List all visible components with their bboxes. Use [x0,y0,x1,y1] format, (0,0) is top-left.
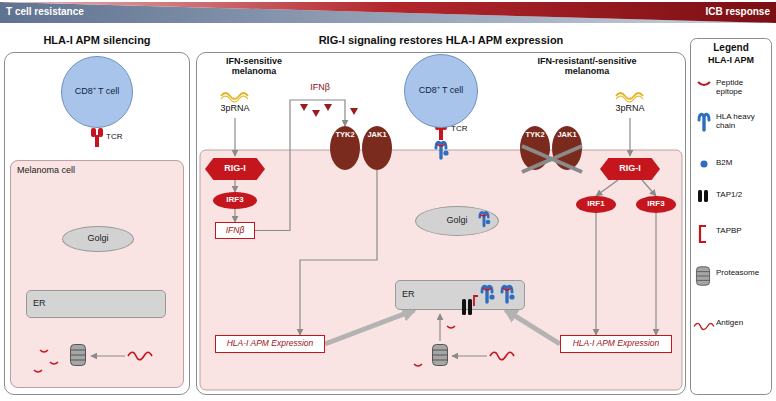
node-text: TYK2 [335,131,354,139]
node-text: Golgi [87,234,108,244]
node-text: Melanoma cell [17,165,75,175]
connector-arrow [255,100,345,231]
kinase-receptor: TYK2 [330,126,360,170]
node-text: ER [33,299,46,309]
legend-text: Proteasome [716,268,770,277]
connector-arrow [595,213,596,335]
scale-label: ICB response [620,6,770,18]
node-text: RIG-I signaling restores HLA-I APM expre… [197,34,685,46]
node-text: CD8⁺ T cell [75,87,120,97]
connector-arrow [234,180,235,192]
legend-text: TAPBP [716,226,770,235]
kinase-receptor: JAK1 [552,126,582,170]
thick-arrow [506,310,561,344]
node-text: JAK1 [557,131,576,139]
node-text: IRF3 [226,196,243,205]
legend-text: Antigen [716,318,770,327]
legend-subtitle: HLA-I APM [690,55,772,65]
hexagon-fill [600,158,660,180]
ligand-label: 3pRNA [603,103,657,113]
ligand-label: 3pRNA [208,103,262,113]
melanoma-cell: Melanoma cellGolgiER [10,160,184,388]
t-cell: CD8⁺ T cell [61,56,133,128]
scale-label: T cell resistance [6,6,156,18]
er-organelle: ER [395,280,525,310]
node-text: IRF1 [587,200,604,209]
legend-title: Legend [690,42,772,54]
er-organelle: ER [26,290,166,318]
panel: HLA-I APM silencingCD8⁺ T cellMelanoma c… [4,52,190,395]
receptor-label: TCR [451,124,481,133]
transcription-factor: IRF3 [213,192,257,209]
rig-i-sensor: RIG-I [205,158,265,180]
connector-arrow [300,170,377,335]
legend-text: TAP1/2 [716,190,770,199]
node-text: RIG-I [619,164,641,174]
kinase-receptor: JAK1 [362,126,392,170]
node-text: Golgi [446,216,467,226]
legend-text: HLA heavy chain [716,112,770,130]
connector-arrow [234,209,235,222]
node-text: RIG-I [224,164,246,174]
cytokine-label: IFNβ [300,82,340,92]
legend-text: Peptide epitope [716,78,770,96]
thick-arrow [325,310,415,344]
node-text: JAK1 [367,131,386,139]
rig-i-sensor: RIG-I [600,158,660,180]
node-text: HLA-I APM silencing [5,34,189,46]
legend-text: B2M [716,158,770,167]
node-text: ER [402,290,415,300]
condition-label: IFN-resistant/-sensitive melanoma [520,56,654,77]
golgi: Golgi [415,206,499,236]
connector-arrow [655,213,656,335]
hexagon-fill [205,158,265,180]
t-cell: CD8⁺ T cell [404,54,478,128]
receptor-label: TCR [106,132,136,141]
connector-arrow [596,180,618,196]
connector-arrow [642,180,656,196]
gene-box: IFNβ [215,222,255,239]
node-text: HLA-I APM Expression [227,339,314,348]
node-text: HLA-I APM Expression [573,339,660,348]
transcription-factor: IRF1 [576,196,616,213]
transcription-factor: IRF3 [636,196,676,213]
panel: RIG-I signaling restores HLA-I APM expre… [196,52,686,395]
kinase-receptor: TYK2 [520,126,550,170]
node-text: IRF3 [647,200,664,209]
node-text: TYK2 [525,131,544,139]
node-text: IFNβ [226,226,245,235]
expression-box: HLA-I APM Expression [560,335,672,353]
expression-box: HLA-I APM Expression [215,335,325,353]
condition-label: IFN-sensitive melanoma [212,56,296,77]
node-text: CD8⁺ T cell [419,86,464,96]
golgi: Golgi [62,226,134,252]
